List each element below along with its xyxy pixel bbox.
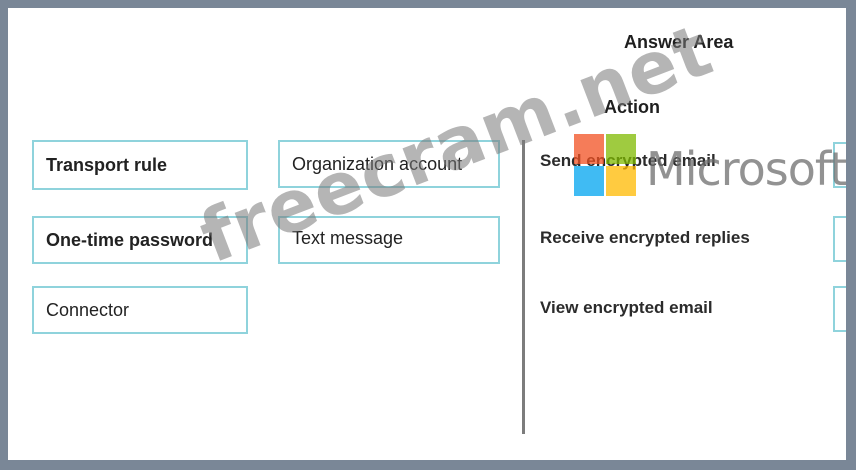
answer-slot-receive[interactable]	[833, 216, 846, 262]
answer-slot-send[interactable]	[833, 142, 846, 188]
option-organization-account[interactable]: Organization account	[278, 140, 500, 188]
answer-slot-view[interactable]	[833, 286, 846, 332]
action-receive-encrypted-replies: Receive encrypted replies	[540, 228, 750, 247]
action-column-header: Action	[604, 97, 660, 117]
action-send-encrypted-email: Send encrypted email	[540, 151, 716, 170]
option-transport-rule[interactable]: Transport rule	[32, 140, 248, 190]
option-connector[interactable]: Connector	[32, 286, 248, 334]
option-one-time-password[interactable]: One-time password	[32, 216, 248, 264]
answer-frame: Answer Area Action Transport rule Organi…	[8, 8, 846, 460]
action-view-encrypted-email: View encrypted email	[540, 298, 713, 317]
option-text-message[interactable]: Text message	[278, 216, 500, 264]
column-divider	[522, 140, 525, 434]
answer-area-title: Answer Area	[624, 32, 734, 52]
